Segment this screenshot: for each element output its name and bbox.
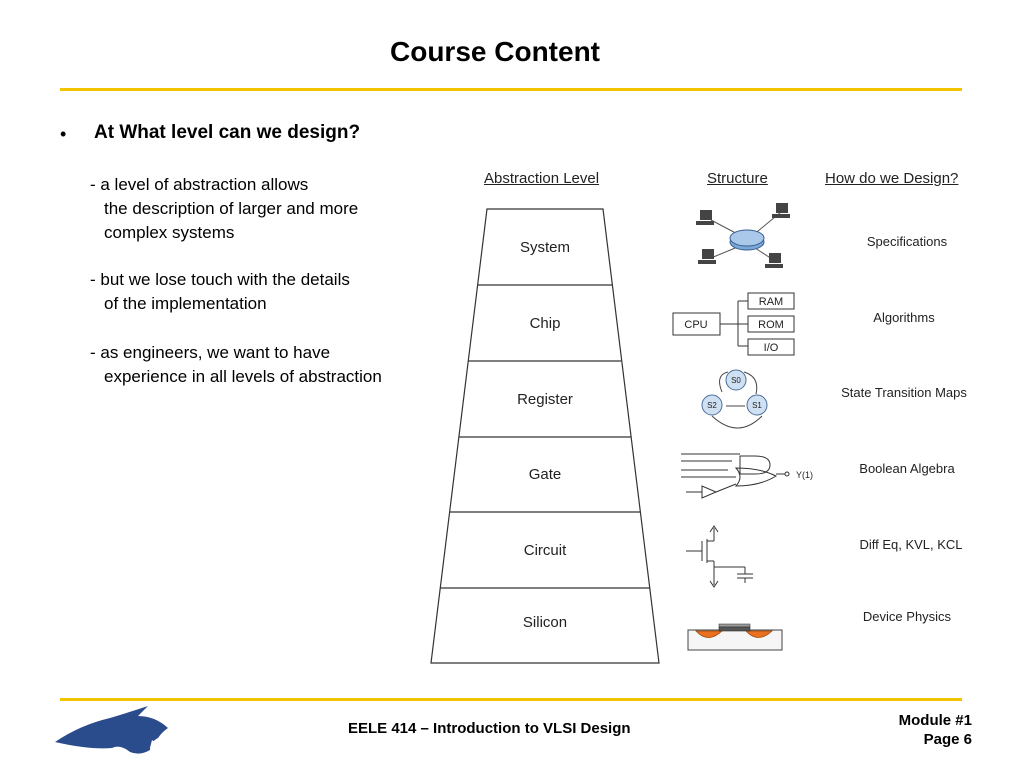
logic-gate-diagram <box>681 453 790 499</box>
level-circuit: Circuit <box>524 542 567 559</box>
point-line: of the implementation <box>104 294 267 313</box>
design-diff-eq: Diff Eq, KVL, KCL <box>859 537 962 552</box>
point-line: - a level of abstraction allows <box>90 175 309 194</box>
header-structure: Structure <box>707 170 768 187</box>
level-gate: Gate <box>529 466 562 483</box>
abstraction-pyramid <box>430 208 660 664</box>
state-s0-label: S0 <box>731 376 741 385</box>
slide-title: Course Content <box>390 36 600 67</box>
computer-icon <box>769 253 781 263</box>
design-algorithms: Algorithms <box>873 310 935 325</box>
footer-module: Module #1 <box>898 712 972 729</box>
silicon-cross-section-icon <box>687 623 783 651</box>
footer-page-info: Module #1 Page 6 <box>899 711 972 749</box>
point-line: - as engineers, we want to have <box>90 343 331 362</box>
point-abstraction: - a level of abstraction allows the desc… <box>90 173 358 245</box>
state-machine-diagram <box>701 369 768 429</box>
point-line: experience in all levels of abstraction <box>104 367 382 386</box>
ram-label: RAM <box>759 296 783 308</box>
state-s1-label: S1 <box>752 401 762 410</box>
design-state-maps: State Transition Maps <box>841 385 967 400</box>
chip-block-diagram <box>672 292 795 356</box>
io-label: I/O <box>764 342 779 354</box>
computer-icon <box>700 210 712 220</box>
header-how-design: How do we Design? <box>825 170 959 187</box>
design-boolean: Boolean Algebra <box>859 461 955 476</box>
footer-course-title: EELE 414 – Introduction to VLSI Design <box>348 720 631 737</box>
level-chip: Chip <box>530 315 561 332</box>
gate-output-label: Y(1) <box>796 470 813 480</box>
bullet-marker: • <box>60 124 67 144</box>
level-system: System <box>520 239 570 256</box>
rom-label: ROM <box>758 319 784 331</box>
state-s2-label: S2 <box>707 401 717 410</box>
point-lose-touch: - but we lose touch with the details of … <box>90 268 350 316</box>
header-abstraction-level: Abstraction Level <box>484 170 600 187</box>
pyramid-outline <box>430 208 660 664</box>
level-register: Register <box>517 391 573 408</box>
footer-page: Page 6 <box>923 731 972 748</box>
bullet-heading: At What level can we design? <box>94 122 361 143</box>
cpu-label: CPU <box>684 319 707 331</box>
transistor-icon <box>686 525 753 588</box>
computer-icon <box>776 203 788 213</box>
network-icon <box>696 203 790 268</box>
point-line: - but we lose touch with the details <box>90 270 350 289</box>
point-line: complex systems <box>104 223 235 242</box>
bottom-divider <box>60 698 962 701</box>
point-engineers: - as engineers, we want to have experien… <box>90 341 382 389</box>
level-silicon: Silicon <box>523 614 567 631</box>
design-specifications: Specifications <box>867 234 948 249</box>
point-line: the description of larger and more <box>104 199 359 218</box>
top-divider <box>60 88 962 91</box>
design-physics: Device Physics <box>863 609 952 624</box>
computer-icon <box>702 249 714 259</box>
university-logo <box>55 706 168 754</box>
